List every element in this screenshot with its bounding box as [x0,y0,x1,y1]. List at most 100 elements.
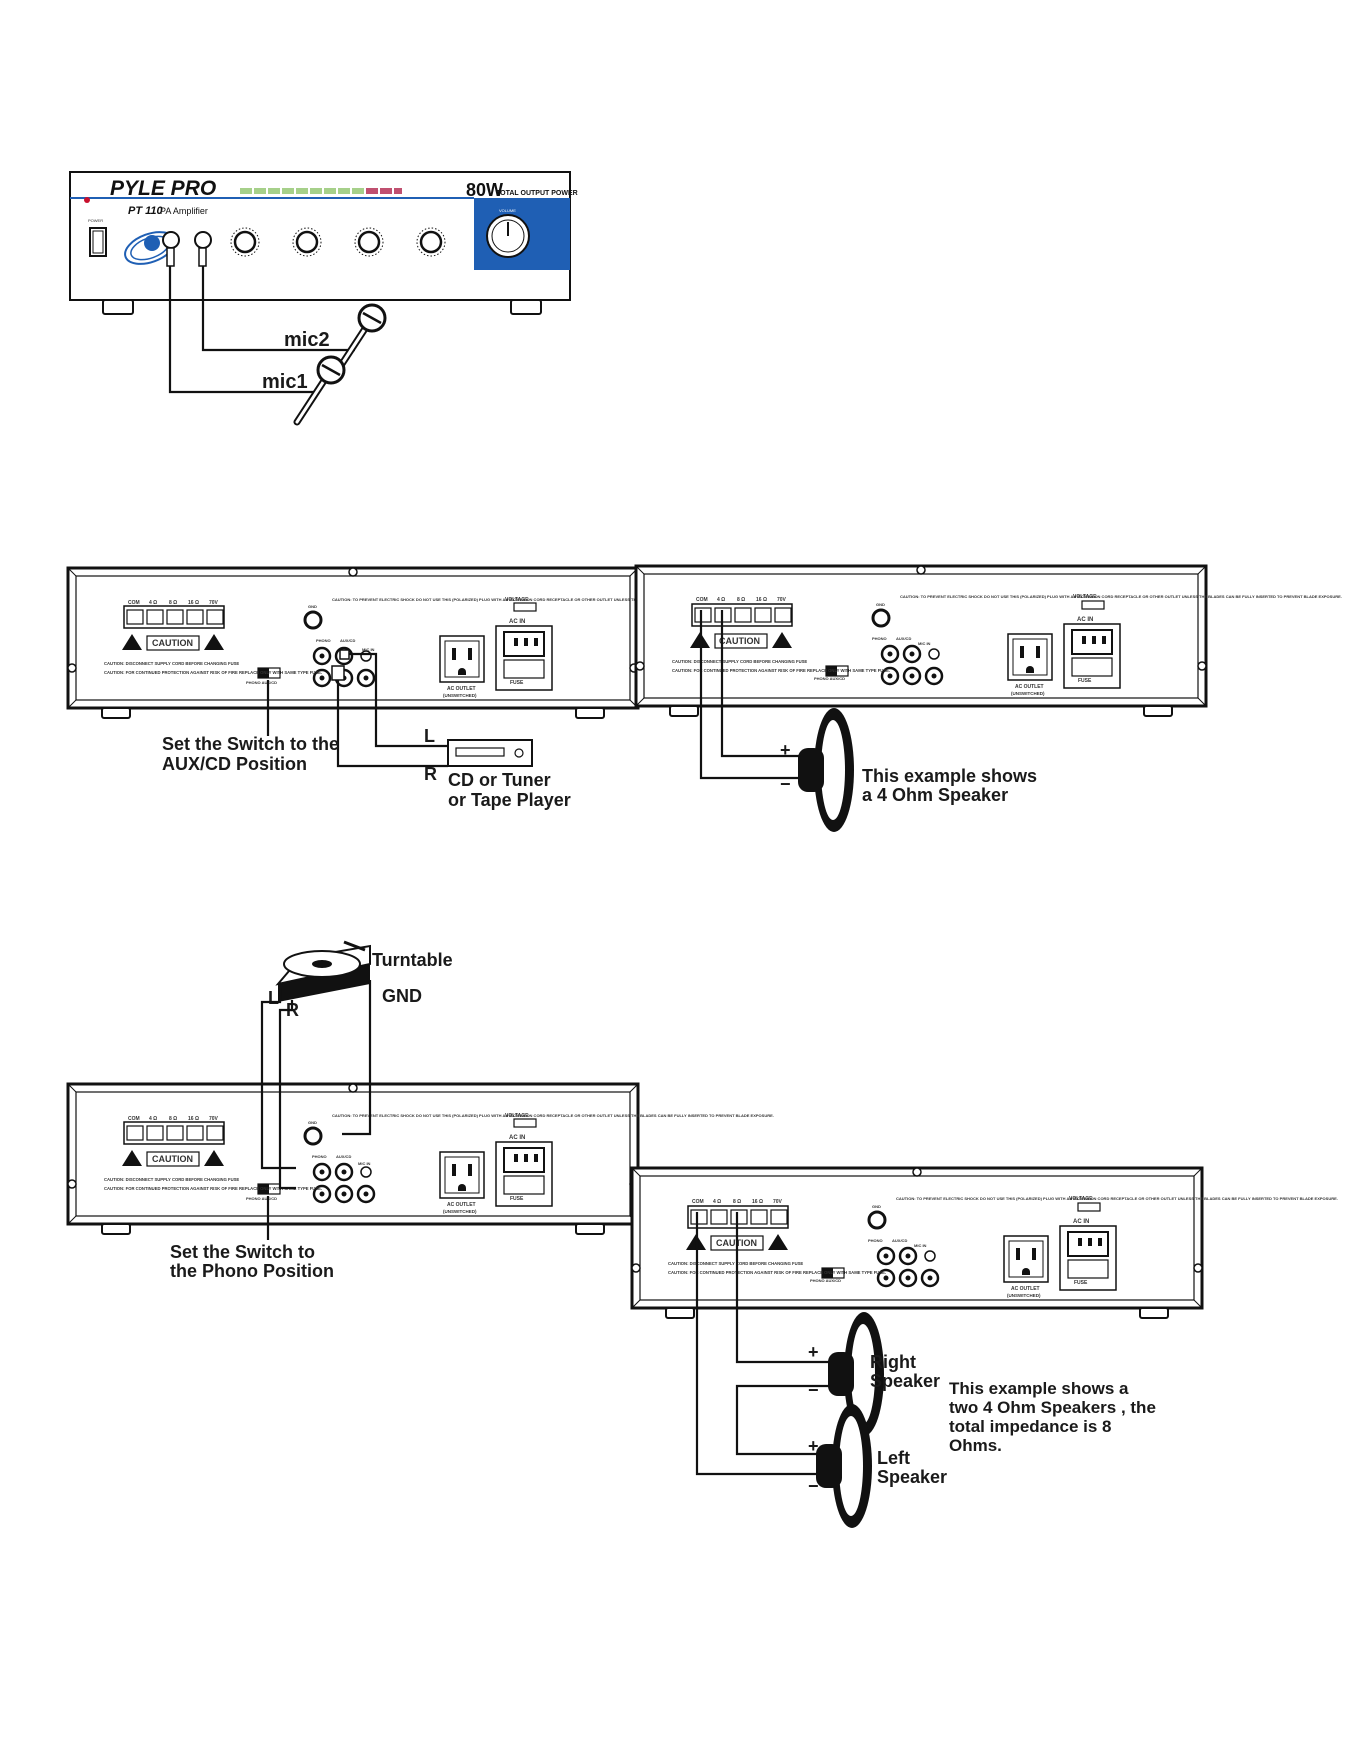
svg-text:PHONO: PHONO [312,1154,327,1159]
svg-text:16 Ω: 16 Ω [188,600,199,606]
svg-text:AC OUTLET: AC OUTLET [1011,1286,1040,1292]
svg-text:16 Ω: 16 Ω [752,1199,763,1205]
svg-text:COM: COM [696,597,708,603]
svg-text:GND: GND [872,1204,881,1209]
brand-logo: PYLE PRO [110,177,216,200]
power-switch-label: POWER [88,218,103,223]
svg-text:AUX/CD: AUX/CD [340,638,355,643]
svg-text:CAUTION: DISCONNECT SUPPLY COR: CAUTION: DISCONNECT SUPPLY CORD BEFORE C… [104,661,239,666]
svg-text:AC IN: AC IN [509,619,525,625]
cd-device-label-line2: or Tape Player [448,790,571,810]
svg-text:(UNSWITCHED): (UNSWITCHED) [1011,691,1045,696]
turntable-icon [275,940,371,1002]
phono-left-label: L [268,988,279,1008]
power-rating: 80W [466,180,503,200]
svg-text:GND: GND [308,604,317,609]
svg-text:CAUTION: TO PREVENT ELECTRIC S: CAUTION: TO PREVENT ELECTRIC SHOCK DO NO… [332,1113,774,1118]
svg-text:MIC IN: MIC IN [914,1243,927,1248]
mic1-label: mic1 [262,371,308,393]
turntable-label: Turntable [372,950,453,970]
dual-speaker-note-line1: This example shows a [949,1379,1129,1398]
single-speaker-rear-panel: COM 4 Ω 8 Ω 16 Ω 70V CAUTION CAUTION: DI… [634,564,1342,832]
microphone-2-icon [338,305,385,370]
svg-text:AUX/CD: AUX/CD [336,1154,351,1159]
right-speaker-plus: + [808,1342,819,1362]
caution-badge: CAUTION [152,638,193,648]
svg-text:AUX/CD: AUX/CD [896,636,911,641]
svg-text:CAUTION: DISCONNECT SUPPLY COR: CAUTION: DISCONNECT SUPPLY CORD BEFORE C… [672,659,807,664]
rear-panel-labels-aux: COM 4 Ω 8 Ω 16 Ω 70V CAUTION CAUTION: DI… [104,597,774,698]
right-speaker-minus: − [808,1380,819,1400]
mic2-label: mic2 [284,329,330,351]
svg-text:AC IN: AC IN [509,1135,525,1141]
svg-text:PHONO AUX/CD: PHONO AUX/CD [810,1278,841,1283]
dual-speaker-note-line2: two 4 Ohm Speakers , the [949,1398,1156,1417]
svg-text:FUSE: FUSE [510,680,524,686]
aux-cd-rear-panel: COM 4 Ω 8 Ω 16 Ω 70V CAUTION CAUTION: DI… [66,566,774,810]
left-speaker-plus: + [808,1436,819,1456]
svg-text:4 Ω: 4 Ω [149,600,157,606]
phono-gnd-label: GND [382,986,422,1006]
phono-switch-note-line1: Set the Switch to [170,1242,315,1262]
left-speaker-icon [816,1404,872,1528]
svg-text:16 Ω: 16 Ω [188,1116,199,1122]
phono-switch-note-line2: the Phono Position [170,1261,334,1281]
svg-text:AC IN: AC IN [1073,1219,1089,1225]
svg-text:PHONO: PHONO [316,638,331,643]
right-speaker-label-line2: Speaker [870,1371,940,1391]
svg-text:70V: 70V [209,600,219,606]
power-rating-text: TOTAL OUTPUT POWER [496,190,578,197]
svg-text:8 Ω: 8 Ω [737,597,745,603]
single-speaker-note-line1: This example shows [862,766,1037,786]
svg-text:FUSE: FUSE [510,1196,524,1202]
svg-text:4 Ω: 4 Ω [713,1199,721,1205]
single-speaker-minus: − [780,774,791,794]
aux-switch-note-line1: Set the Switch to the [162,734,339,754]
svg-text:MIC IN: MIC IN [362,647,375,652]
svg-text:(UNSWITCHED): (UNSWITCHED) [443,1209,477,1214]
svg-text:70V: 70V [209,1116,219,1122]
right-speaker-label-line1: Right [870,1352,916,1372]
svg-text:MIC IN: MIC IN [358,1161,371,1166]
svg-text:CAUTION: FOR CONTINUED PROTECT: CAUTION: FOR CONTINUED PROTECTION AGAINS… [104,670,322,675]
svg-text:70V: 70V [777,597,787,603]
svg-text:COM: COM [128,1116,140,1122]
svg-text:AC IN: AC IN [1077,617,1093,623]
svg-text:CAUTION: DISCONNECT SUPPLY COR: CAUTION: DISCONNECT SUPPLY CORD BEFORE C… [668,1261,803,1266]
svg-text:8 Ω: 8 Ω [169,1116,177,1122]
level-meter [240,188,402,194]
svg-text:CAUTION: FOR CONTINUED PROTECT: CAUTION: FOR CONTINUED PROTECTION AGAINS… [668,1270,886,1275]
svg-text:FUSE: FUSE [1078,678,1092,684]
mic-cables: mic2 mic1 [166,247,385,422]
svg-text:PHONO AUX/CD: PHONO AUX/CD [246,680,277,685]
svg-text:PHONO: PHONO [872,636,887,641]
svg-text:(UNSWITCHED): (UNSWITCHED) [443,693,477,698]
phono-diagram: Turntable GND L R COM 4 Ω 8 Ω 16 Ω 70V C… [66,940,774,1281]
svg-text:PHONO: PHONO [868,1238,883,1243]
svg-text:CAUTION: CAUTION [152,1154,193,1164]
svg-text:8 Ω: 8 Ω [169,600,177,606]
cd-tuner-device-icon [447,739,533,767]
dual-speaker-note-line3: total impedance is 8 [949,1417,1112,1436]
svg-text:VOLTAGE: VOLTAGE [505,1113,529,1119]
front-panel: PYLE PRO PT 110 PA Amplifier 80W TOTAL O… [69,171,578,315]
volume-label: VOLUME [499,208,516,213]
svg-text:COM: COM [692,1199,704,1205]
svg-text:CAUTION: DISCONNECT SUPPLY COR: CAUTION: DISCONNECT SUPPLY CORD BEFORE C… [104,1177,239,1182]
aux-right-label: R [424,764,437,784]
aux-left-label: L [424,726,435,746]
svg-text:PHONO AUX/CD: PHONO AUX/CD [814,676,845,681]
svg-text:(UNSWITCHED): (UNSWITCHED) [1007,1293,1041,1298]
dual-speaker-diagram: COM 4 Ω 8 Ω 16 Ω 70V CAUTION CAUTION: DI… [630,1166,1338,1528]
single-speaker-plus: + [780,740,791,760]
svg-text:GND: GND [876,602,885,607]
left-speaker-minus: − [808,1476,819,1496]
single-speaker-note-line2: a 4 Ohm Speaker [862,785,1008,805]
svg-text:FUSE: FUSE [1074,1280,1088,1286]
model-name: PT 110 [128,205,164,217]
svg-text:VOLTAGE: VOLTAGE [1069,1196,1093,1202]
left-speaker-label-line2: Speaker [877,1467,947,1487]
svg-text:CAUTION: FOR CONTINUED PROTECT: CAUTION: FOR CONTINUED PROTECTION AGAINS… [672,668,890,673]
svg-text:AC OUTLET: AC OUTLET [447,686,476,692]
